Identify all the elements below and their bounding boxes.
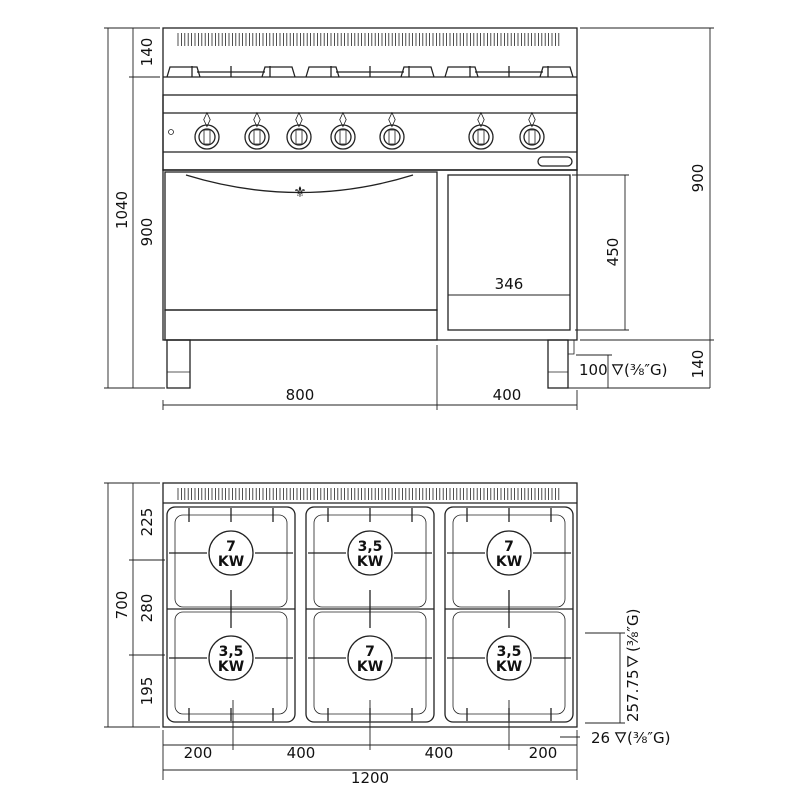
dim-gas-side-offset: 257.75 <box>624 670 642 723</box>
control-knob[interactable]: ◊ <box>286 110 312 150</box>
dim-oven-width: 800 <box>286 386 315 404</box>
flame-icon: ◊ <box>388 110 396 128</box>
burner: 3,5KW <box>208 635 254 681</box>
front-dimensions: 1040 140 900 900 140 450 346 800 400 100… <box>104 27 714 410</box>
burner-unit: KW <box>357 554 383 570</box>
indicator-light-icon <box>168 129 174 135</box>
dim-col4: 200 <box>529 744 558 762</box>
leg-left <box>166 339 191 389</box>
gas-inlet-spec: (⅜″G) <box>624 361 667 379</box>
control-knob[interactable]: ◊ <box>244 110 270 150</box>
burner: 3,5KW <box>347 530 393 576</box>
rear-vent-grille <box>177 33 560 46</box>
gas-side-spec: (⅜″G) <box>624 609 642 652</box>
dim-front-zone: 195 <box>138 677 156 706</box>
base-section-outline <box>162 169 578 341</box>
flame-icon: ◊ <box>253 110 261 128</box>
burner: 3,5KW <box>486 635 532 681</box>
dim-middle-zone: 280 <box>138 594 156 623</box>
burner-unit: KW <box>496 659 522 675</box>
burner-power: 7 <box>226 539 236 555</box>
burner-unit: KW <box>357 659 383 675</box>
burner-unit: KW <box>218 659 244 675</box>
dim-top-height: 140 <box>138 38 156 67</box>
burner: 7KW <box>347 635 393 681</box>
flame-icon: ◊ <box>295 110 303 128</box>
leg-right <box>547 339 569 389</box>
dim-total-width: 1200 <box>351 769 389 787</box>
burner-power: 3,5 <box>219 644 244 660</box>
control-knob[interactable]: ◊ <box>379 110 405 150</box>
dim-body-height-right: 900 <box>689 164 707 193</box>
dim-cabinet-section: 400 <box>493 386 522 404</box>
dim-col3: 400 <box>425 744 454 762</box>
burner-unit: KW <box>496 554 522 570</box>
dimension-lines <box>104 482 625 780</box>
dim-cabinet-width: 346 <box>495 275 524 293</box>
top-dimensions: 700 225 280 195 200 400 400 200 1200 257… <box>104 482 670 787</box>
dim-depth: 700 <box>113 591 131 620</box>
burner-power: 7 <box>365 644 375 660</box>
gas-drop-icon: 🜄 <box>624 655 642 668</box>
dim-gas-inlet-height: 100 <box>579 361 608 379</box>
burner-power: 3,5 <box>497 644 522 660</box>
grate-profile <box>166 66 574 78</box>
gas-drop-icon: 🜄 <box>611 361 624 379</box>
control-knob[interactable]: ◊ <box>330 110 356 150</box>
control-knob[interactable]: ◊ <box>194 110 220 150</box>
dim-rear-zone: 225 <box>138 508 156 537</box>
dim-cabinet-height: 450 <box>604 238 622 267</box>
flame-icon: ◊ <box>528 110 536 128</box>
cabinet-door <box>447 174 571 331</box>
dimension-lines <box>104 27 714 410</box>
dim-col1: 200 <box>184 744 213 762</box>
control-knob[interactable]: ◊ <box>519 110 545 150</box>
dim-total-height: 1040 <box>113 191 131 229</box>
control-panel <box>162 94 578 171</box>
burner-power: 7 <box>504 539 514 555</box>
burner-power: 3,5 <box>358 539 383 555</box>
dim-leg-height: 140 <box>689 350 707 379</box>
oven-door-handle <box>185 174 414 194</box>
front-view: ◊ ◊ ◊ ◊ ◊ ◊ ◊ ⚜ <box>162 27 578 389</box>
knob-row: ◊ ◊ ◊ ◊ ◊ ◊ ◊ <box>194 110 545 150</box>
flame-icon: ◊ <box>203 110 211 128</box>
burner: 7KW <box>486 530 532 576</box>
burner: 7KW <box>208 530 254 576</box>
nameplate-oval <box>537 156 573 167</box>
top-section-outline <box>162 27 578 171</box>
rear-vent-grille <box>177 488 560 500</box>
dim-gas-bottom-offset: 26 <box>591 729 610 747</box>
dim-body-height-left: 900 <box>138 218 156 247</box>
dim-col2: 400 <box>287 744 316 762</box>
gas-drop-icon: 🜄 <box>614 729 627 747</box>
flame-icon: ◊ <box>477 110 485 128</box>
gas-bottom-spec: (⅜″G) <box>627 729 670 747</box>
flame-icon: ◊ <box>339 110 347 128</box>
burner-unit: KW <box>218 554 244 570</box>
gas-inlet-pipe <box>567 339 575 355</box>
brand-logo-icon: ⚜ <box>293 183 306 201</box>
control-knob[interactable]: ◊ <box>468 110 494 150</box>
oven-plinth <box>164 309 438 341</box>
